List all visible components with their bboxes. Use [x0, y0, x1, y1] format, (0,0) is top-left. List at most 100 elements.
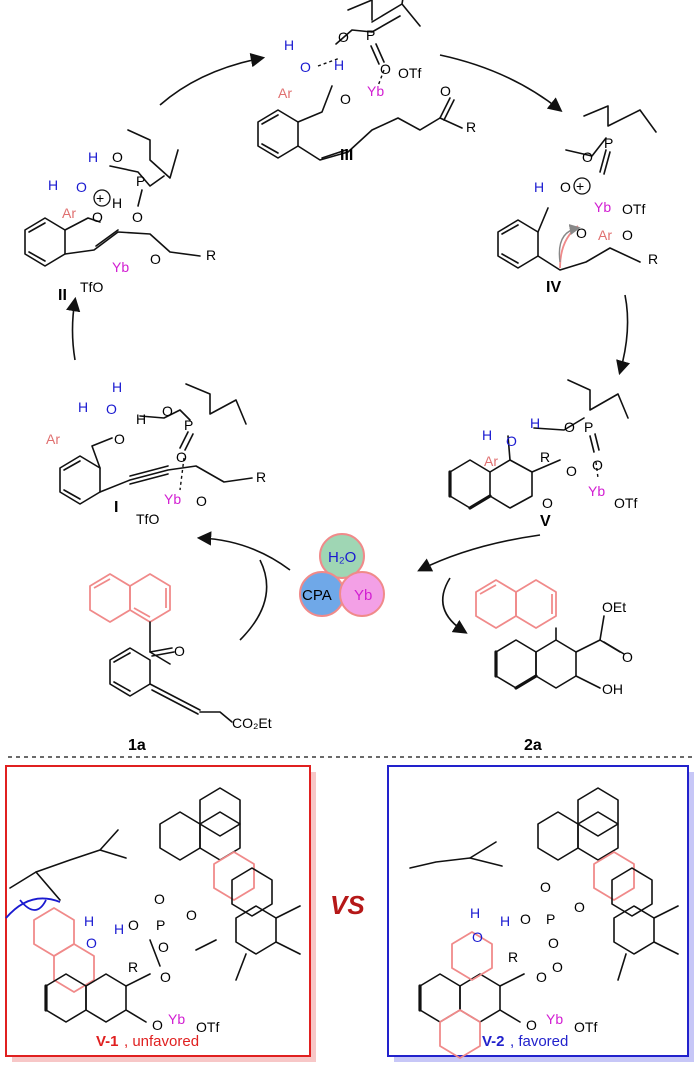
svg-text:P: P	[136, 173, 145, 189]
svg-text:OTf: OTf	[622, 201, 645, 217]
svg-text:Yb: Yb	[168, 1011, 185, 1027]
svg-text:OTf: OTf	[574, 1019, 597, 1035]
arrow-I-to-II	[66, 296, 81, 361]
svg-text:OH: OH	[602, 681, 623, 697]
svg-text:H: H	[88, 149, 98, 165]
arrow-to-I	[196, 531, 291, 571]
intermediate-IV: O P H O + Yb OTf O Ar O R IV	[497, 105, 658, 296]
svg-text:OTf: OTf	[398, 65, 421, 81]
svg-text:1a: 1a	[128, 737, 146, 754]
svg-text:O: O	[622, 649, 633, 665]
svg-text:O: O	[520, 911, 531, 927]
svg-text:O: O	[112, 149, 123, 165]
arrow-V-to-release	[417, 534, 541, 572]
svg-text:H: H	[48, 177, 58, 193]
svg-text:O: O	[340, 91, 351, 107]
arrow-IV-to-V	[616, 294, 630, 376]
svg-text:H: H	[470, 905, 480, 921]
svg-text:R: R	[508, 949, 518, 965]
svg-text:O: O	[542, 495, 553, 511]
svg-text:O: O	[440, 83, 451, 99]
svg-text:III: III	[340, 147, 353, 164]
svg-text:O: O	[158, 939, 169, 955]
svg-text:P: P	[156, 917, 165, 933]
svg-text:O: O	[92, 209, 103, 225]
svg-text:OTf: OTf	[614, 495, 637, 511]
svg-text:O: O	[526, 1017, 537, 1033]
svg-text:Ar: Ar	[484, 453, 498, 469]
intermediate-I: H H O H O P O Ar O Yb O R TfO I	[46, 379, 266, 527]
svg-text:O: O	[76, 179, 87, 195]
svg-text:O: O	[160, 969, 171, 985]
svg-text:O: O	[174, 643, 185, 659]
svg-text:O: O	[540, 879, 551, 895]
svg-text:II: II	[58, 287, 67, 304]
svg-text:O: O	[338, 29, 349, 45]
intermediate-III: O P O H O H Ar O Yb OTf O R III	[257, 0, 476, 164]
svg-text:Yb: Yb	[594, 199, 611, 215]
svg-text:H: H	[482, 427, 492, 443]
svg-text:O: O	[152, 1017, 163, 1033]
svg-text:R: R	[256, 469, 266, 485]
panel-V1-unfavored: O O P O O H O H R O O Yb OTf V-1 , unfav…	[5, 765, 316, 1062]
svg-text:I: I	[114, 499, 118, 516]
svg-text:O: O	[622, 227, 633, 243]
svg-text:P: P	[604, 135, 613, 151]
svg-text:Ar: Ar	[46, 431, 60, 447]
v1-id: V-1	[96, 1033, 119, 1050]
svg-text:O: O	[132, 209, 143, 225]
svg-text:R: R	[128, 959, 138, 975]
svg-text:O: O	[552, 959, 563, 975]
intermediate-II: H O P H O H O Ar O + Yb O R TfO II	[24, 129, 216, 304]
svg-text:R: R	[540, 449, 550, 465]
svg-text:O: O	[576, 225, 587, 241]
svg-text:H: H	[78, 399, 88, 415]
svg-text:P: P	[546, 911, 555, 927]
svg-text:H: H	[112, 379, 122, 395]
svg-text:O: O	[300, 59, 311, 75]
intermediate-V: H O H O P O Ar R O O Yb OTf V	[448, 379, 637, 530]
svg-text:H: H	[334, 57, 344, 73]
svg-text:R: R	[206, 247, 216, 263]
svg-text:H: H	[534, 179, 544, 195]
svg-text:Ar: Ar	[598, 227, 612, 243]
svg-text:R: R	[648, 251, 658, 267]
svg-text:O: O	[472, 929, 483, 945]
panel-V2-favored: O O P O O O H O H R O O Yb OTf V-2 , fav…	[387, 765, 694, 1062]
svg-text:IV: IV	[546, 279, 561, 296]
compound-1a: O CO₂Et 1a	[89, 573, 272, 754]
svg-text:H: H	[284, 37, 294, 53]
svg-text:Yb: Yb	[588, 483, 605, 499]
svg-text:Ar: Ar	[278, 85, 292, 101]
svg-text:O: O	[536, 969, 547, 985]
svg-text:O: O	[86, 935, 97, 951]
svg-text:O: O	[506, 433, 517, 449]
arrow-III-to-IV	[439, 54, 563, 112]
svg-text:O: O	[106, 401, 117, 417]
legend-water: H₂O	[328, 549, 356, 566]
svg-text:Yb: Yb	[546, 1011, 563, 1027]
svg-text:O: O	[564, 419, 575, 435]
svg-text:2a: 2a	[524, 737, 542, 754]
svg-text:V: V	[540, 513, 551, 530]
svg-text:+: +	[96, 190, 104, 206]
svg-text:O: O	[196, 493, 207, 509]
svg-text:TfO: TfO	[80, 279, 103, 295]
svg-text:P: P	[366, 27, 375, 43]
vs-mark: VS	[330, 890, 365, 920]
svg-text:H: H	[112, 195, 122, 211]
svg-text:O: O	[582, 149, 593, 165]
svg-text:OTf: OTf	[196, 1019, 219, 1035]
svg-text:H: H	[136, 411, 146, 427]
svg-text:Yb: Yb	[112, 259, 129, 275]
svg-text:H: H	[84, 913, 94, 929]
arrow-product-out	[441, 577, 468, 634]
svg-text:Ar: Ar	[62, 205, 76, 221]
svg-text:H: H	[500, 913, 510, 929]
svg-text:O: O	[150, 251, 161, 267]
arrow-substrate-in	[239, 559, 268, 641]
svg-text:O: O	[574, 899, 585, 915]
svg-text:O: O	[154, 891, 165, 907]
svg-text:O: O	[128, 917, 139, 933]
svg-text:CO₂Et: CO₂Et	[232, 715, 272, 731]
